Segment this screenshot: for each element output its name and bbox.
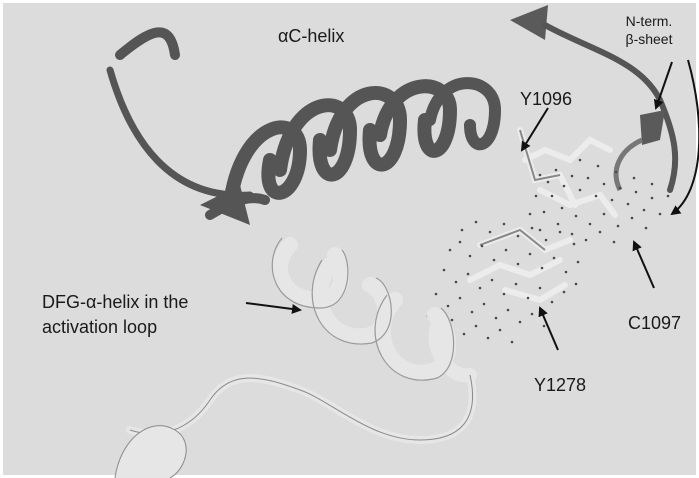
label-c1097: C1097 (628, 312, 681, 334)
label-dfg-helix: DFG-α-helix in the activation loop (42, 290, 188, 340)
label-ac-helix: αC-helix (278, 25, 344, 47)
label-n-term-line1: N-term. (614, 12, 684, 30)
label-dfg-line1: DFG-α-helix in the (42, 290, 188, 315)
label-dfg-line2: activation loop (42, 315, 188, 340)
label-y1278: Y1278 (534, 374, 586, 396)
figure-background (3, 3, 696, 475)
label-y1096: Y1096 (520, 88, 572, 110)
label-n-term-line2: β-sheet (614, 30, 684, 48)
label-n-term-sheet: N-term. β-sheet (614, 12, 684, 48)
